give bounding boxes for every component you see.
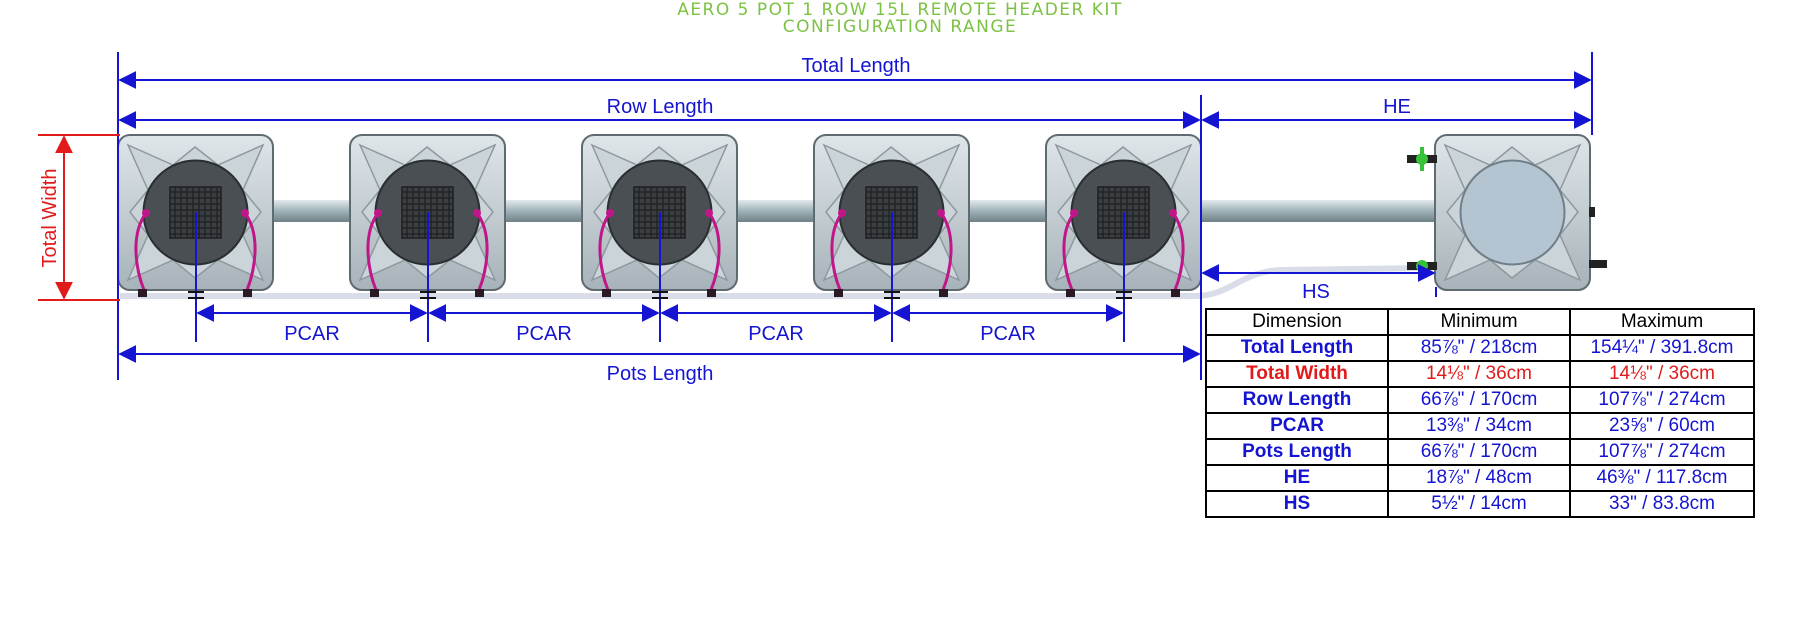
table-cell-max: 107⅞" / 274cm bbox=[1569, 386, 1755, 414]
table-header-row: Dimension Minimum Maximum bbox=[1205, 308, 1755, 336]
table-cell-min: 85⅞" / 218cm bbox=[1387, 334, 1571, 362]
table-cell-name: Pots Length bbox=[1205, 438, 1389, 466]
table-cell-name: PCAR bbox=[1205, 412, 1389, 440]
pots-length-label: Pots Length bbox=[607, 363, 714, 385]
table-cell-min: 66⅞" / 170cm bbox=[1387, 386, 1571, 414]
diagram-title: AERO 5 POT 1 ROW 15L REMOTE HEADER KIT C… bbox=[0, 2, 1800, 36]
pcar-label-3: PCAR bbox=[748, 323, 804, 345]
table-cell-min: 13⅜" / 34cm bbox=[1387, 412, 1571, 440]
total-width-extension bbox=[38, 134, 120, 301]
pcar-label-1: PCAR bbox=[284, 323, 340, 345]
title-line-1: AERO 5 POT 1 ROW 15L REMOTE HEADER KIT bbox=[677, 0, 1123, 20]
table-header-dimension: Dimension bbox=[1205, 308, 1389, 336]
table-cell-max: 23⅝" / 60cm bbox=[1569, 412, 1755, 440]
table-row-row-length: Row Length 66⅞" / 170cm 107⅞" / 274cm bbox=[1205, 386, 1755, 414]
table-row-total-length: Total Length 85⅞" / 218cm 154¼" / 391.8c… bbox=[1205, 334, 1755, 362]
table-cell-max: 33" / 83.8cm bbox=[1569, 490, 1755, 518]
total-width-label: Total Width bbox=[39, 169, 61, 268]
table-cell-max: 107⅞" / 274cm bbox=[1569, 438, 1755, 466]
pot-feet bbox=[188, 291, 1132, 299]
inlet-valve-icon bbox=[1407, 147, 1437, 171]
table-row-he: HE 18⅞" / 48cm 46⅜" / 117.8cm bbox=[1205, 464, 1755, 492]
table-cell-name: HS bbox=[1205, 490, 1389, 518]
dimensions-table: Dimension Minimum Maximum Total Length 8… bbox=[1205, 308, 1755, 518]
pcar-dimensions: PCAR PCAR PCAR PCAR bbox=[196, 304, 1124, 345]
table-cell-min: 18⅞" / 48cm bbox=[1387, 464, 1571, 492]
table-cell-max: 154¼" / 391.8cm bbox=[1569, 334, 1755, 362]
table-row-hs: HS 5½" / 14cm 33" / 83.8cm bbox=[1205, 490, 1755, 518]
table-row-pots-length: Pots Length 66⅞" / 170cm 107⅞" / 274cm bbox=[1205, 438, 1755, 466]
table-cell-min: 66⅞" / 170cm bbox=[1387, 438, 1571, 466]
pcar-label-4: PCAR bbox=[980, 323, 1036, 345]
extension-lines bbox=[117, 52, 1593, 380]
table-cell-name: Row Length bbox=[1205, 386, 1389, 414]
row-length-label: Row Length bbox=[607, 96, 714, 118]
table-header-minimum: Minimum bbox=[1387, 308, 1571, 336]
pcar-label-2: PCAR bbox=[516, 323, 572, 345]
total-length-label: Total Length bbox=[802, 55, 911, 77]
hs-label: HS bbox=[1302, 281, 1330, 303]
table-cell-max: 46⅜" / 117.8cm bbox=[1569, 464, 1755, 492]
table-cell-min: 14⅛" / 36cm bbox=[1387, 360, 1571, 388]
title-line-2: CONFIGURATION RANGE bbox=[782, 17, 1018, 37]
table-cell-name: HE bbox=[1205, 464, 1389, 492]
table-cell-name: Total Width bbox=[1205, 360, 1389, 388]
pot-centerlines bbox=[195, 212, 1125, 342]
table-cell-name: Total Length bbox=[1205, 334, 1389, 362]
table-cell-max: 14⅛" / 36cm bbox=[1569, 360, 1755, 388]
table-cell-min: 5½" / 14cm bbox=[1387, 490, 1571, 518]
he-label: HE bbox=[1383, 96, 1411, 118]
table-row-total-width: Total Width 14⅛" / 36cm 14⅛" / 36cm bbox=[1205, 360, 1755, 388]
header-tank bbox=[1434, 134, 1607, 291]
table-row-pcar: PCAR 13⅜" / 34cm 23⅝" / 60cm bbox=[1205, 412, 1755, 440]
table-header-maximum: Maximum bbox=[1569, 308, 1755, 336]
